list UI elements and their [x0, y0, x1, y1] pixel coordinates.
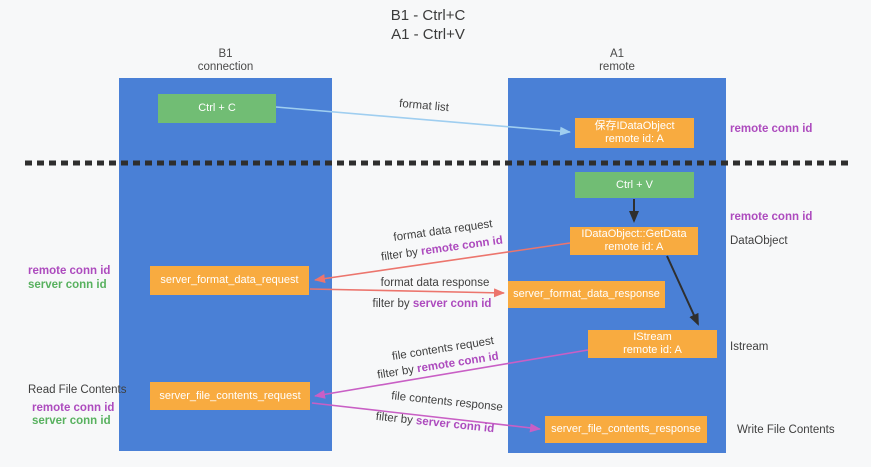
save-dataobject-box: 保存IDataObject remote id: A [575, 118, 694, 148]
istream-side-label: Istream [730, 341, 769, 353]
getdata-box: IDataObject::GetData remote id: A [570, 227, 698, 255]
format-list-label: format list [398, 97, 450, 115]
save-dataobject-line2: remote id: A [605, 133, 664, 145]
diagram-title-line2: A1 - Ctrl+V [391, 26, 465, 43]
filter-by-server-conn-id-label-1: filter by server conn id [373, 298, 492, 310]
server-file-contents-response-label: server_file_contents_response [551, 423, 701, 435]
filter-by-text: filter by [372, 298, 410, 310]
ctrl-v-box: Ctrl + V [575, 172, 694, 198]
lane-a1-role: remote [599, 61, 635, 73]
remote-conn-id-left-label-2: remote conn id [32, 401, 115, 414]
dataobject-side-label: DataObject [730, 235, 788, 247]
lane-header-b1: B1 connection [119, 48, 332, 74]
server-conn-id-left-label-1: server conn id [28, 278, 107, 291]
getdata-line2: remote id: A [604, 241, 664, 253]
file-conn-id-group: Read File Contents remote conn id server… [28, 384, 126, 429]
ctrl-c-label: Ctrl + C [198, 102, 236, 114]
lane-header-a1: A1 remote [508, 48, 726, 74]
save-dataobject-line1: 保存IDataObject [594, 120, 675, 132]
diagram-title: B1 - Ctrl+C A1 - Ctrl+V [0, 6, 856, 44]
ctrl-c-box: Ctrl + C [158, 94, 276, 123]
filter-by-server-conn-id-label-2: filter by server conn id [375, 411, 495, 435]
filter-by-text: filter by [380, 246, 419, 264]
server-format-data-request-box: server_format_data_request [150, 266, 309, 295]
lane-a1-name: A1 [609, 48, 625, 60]
file-contents-response-label: file contents response [390, 390, 504, 414]
server-file-contents-response-box: server_file_contents_response [545, 416, 707, 443]
server-conn-id-left-label-2: server conn id [32, 415, 111, 427]
server-format-data-response-box: server_format_data_response [508, 281, 665, 308]
lane-b1-role: connection [197, 61, 254, 73]
server-file-contents-request-box: server_file_contents_request [150, 382, 310, 410]
ctrl-v-label: Ctrl + V [616, 178, 653, 191]
server-file-contents-request-label: server_file_contents_request [159, 389, 301, 402]
read-file-contents-label: Read File Contents [28, 384, 127, 396]
server-format-data-response-label: server_format_data_response [513, 288, 660, 300]
istream-line2: remote id: A [623, 344, 682, 356]
istream-box: IStream remote id: A [588, 330, 717, 358]
server-format-data-request-label: server_format_data_request [160, 274, 299, 286]
format-data-response-arrow [309, 288, 505, 298]
remote-conn-id-side-label-mid: remote conn id [730, 211, 813, 223]
istream-line1: IStream [633, 331, 672, 343]
remote-conn-id-left-label-1: remote conn id [28, 265, 111, 277]
getdata-line1: IDataObject::GetData [581, 228, 687, 240]
lane-b1-name: B1 [218, 48, 233, 60]
format-conn-id-group: remote conn id server conn id [28, 265, 110, 292]
server-conn-id-text: server conn id [412, 298, 492, 310]
filter-by-text: filter by [375, 410, 414, 427]
server-conn-id-text: server conn id [415, 415, 495, 436]
write-file-contents-label: Write File Contents [737, 424, 835, 436]
format-data-response-label: format data response [380, 277, 490, 289]
diagram-title-line1: B1 - Ctrl+C [390, 7, 466, 24]
filter-by-text: filter by [376, 363, 415, 382]
remote-conn-id-side-label-top: remote conn id [730, 123, 813, 135]
